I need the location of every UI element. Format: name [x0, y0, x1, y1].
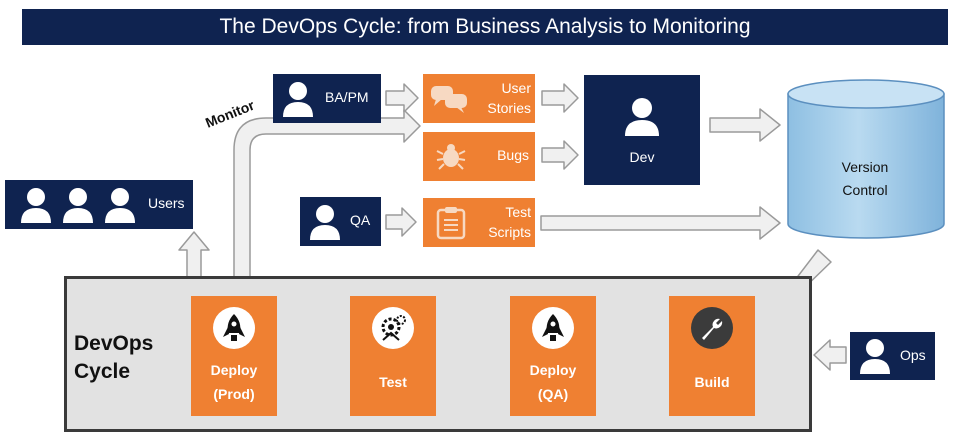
stage-build: Build: [669, 296, 755, 416]
deploy-qa-line2: (QA): [537, 386, 569, 402]
rocket-icon: [532, 307, 574, 349]
chat-bubbles-icon: [431, 86, 467, 113]
cycle-title-line1: DevOps: [74, 332, 154, 355]
role-dev: Dev: [584, 75, 700, 185]
role-bapm: BA/PM: [273, 74, 381, 123]
test-scripts-line2: Scripts: [488, 224, 531, 240]
user-stories-line1: User: [501, 80, 531, 96]
deploy-prod-line2: (Prod): [213, 386, 255, 402]
stage-deploy-prod: Deploy (Prod): [191, 296, 277, 416]
rocket-icon: [213, 307, 255, 349]
role-bapm-label: BA/PM: [325, 89, 369, 105]
wrench-icon: [691, 307, 733, 349]
version-control-cylinder: [787, 79, 945, 239]
test-label: Test: [379, 374, 407, 390]
bugs: Bugs: [423, 132, 535, 181]
person-icon: [860, 339, 890, 374]
arrow-monitor: [233, 109, 421, 293]
arrow-bugs-dev: [541, 140, 579, 170]
version-control-line2: Control: [842, 182, 888, 198]
role-qa-label: QA: [350, 212, 371, 228]
deploy-prod-line1: Deploy: [210, 362, 258, 378]
bugs-label: Bugs: [497, 147, 529, 163]
test-scripts-line1: Test: [505, 204, 531, 220]
cycle-title-line2: Cycle: [74, 360, 131, 383]
arrow-dev-vc: [709, 108, 781, 142]
version-control: Version Control: [786, 82, 944, 238]
stage-test: Test: [350, 296, 436, 416]
arrow-scripts-vc: [540, 206, 781, 240]
role-qa: QA: [300, 197, 381, 246]
role-ops: Ops: [850, 332, 935, 380]
arrow-qa-scripts: [385, 207, 417, 237]
person-icon: [310, 205, 340, 240]
arrow-ops-cycle: [813, 339, 847, 371]
devops-cycle-title: DevOps Cycle: [74, 330, 153, 386]
page-title: The DevOps Cycle: from Business Analysis…: [22, 9, 948, 45]
bug-icon: [436, 144, 466, 170]
build-label: Build: [694, 374, 730, 390]
user-stories-line2: Stories: [487, 100, 531, 116]
person-icon: [283, 82, 313, 117]
user-stories: User Stories: [423, 74, 535, 123]
role-users: Users: [5, 180, 193, 229]
version-control-line1: Version: [841, 159, 889, 175]
arrow-stories-dev: [541, 83, 579, 113]
person-icon: [105, 188, 135, 223]
person-icon: [21, 188, 51, 223]
person-icon: [63, 188, 93, 223]
person-icon: [625, 98, 659, 136]
test-scripts: Test Scripts: [423, 198, 535, 247]
deploy-qa-line1: Deploy: [529, 362, 577, 378]
role-ops-label: Ops: [900, 347, 926, 363]
arrow-bapm-stories: [385, 83, 419, 113]
role-dev-label: Dev: [629, 149, 655, 165]
test-gears-icon: [372, 307, 414, 349]
stage-deploy-qa: Deploy (QA): [510, 296, 596, 416]
clipboard-icon: [436, 207, 466, 240]
role-users-label: Users: [148, 195, 185, 211]
